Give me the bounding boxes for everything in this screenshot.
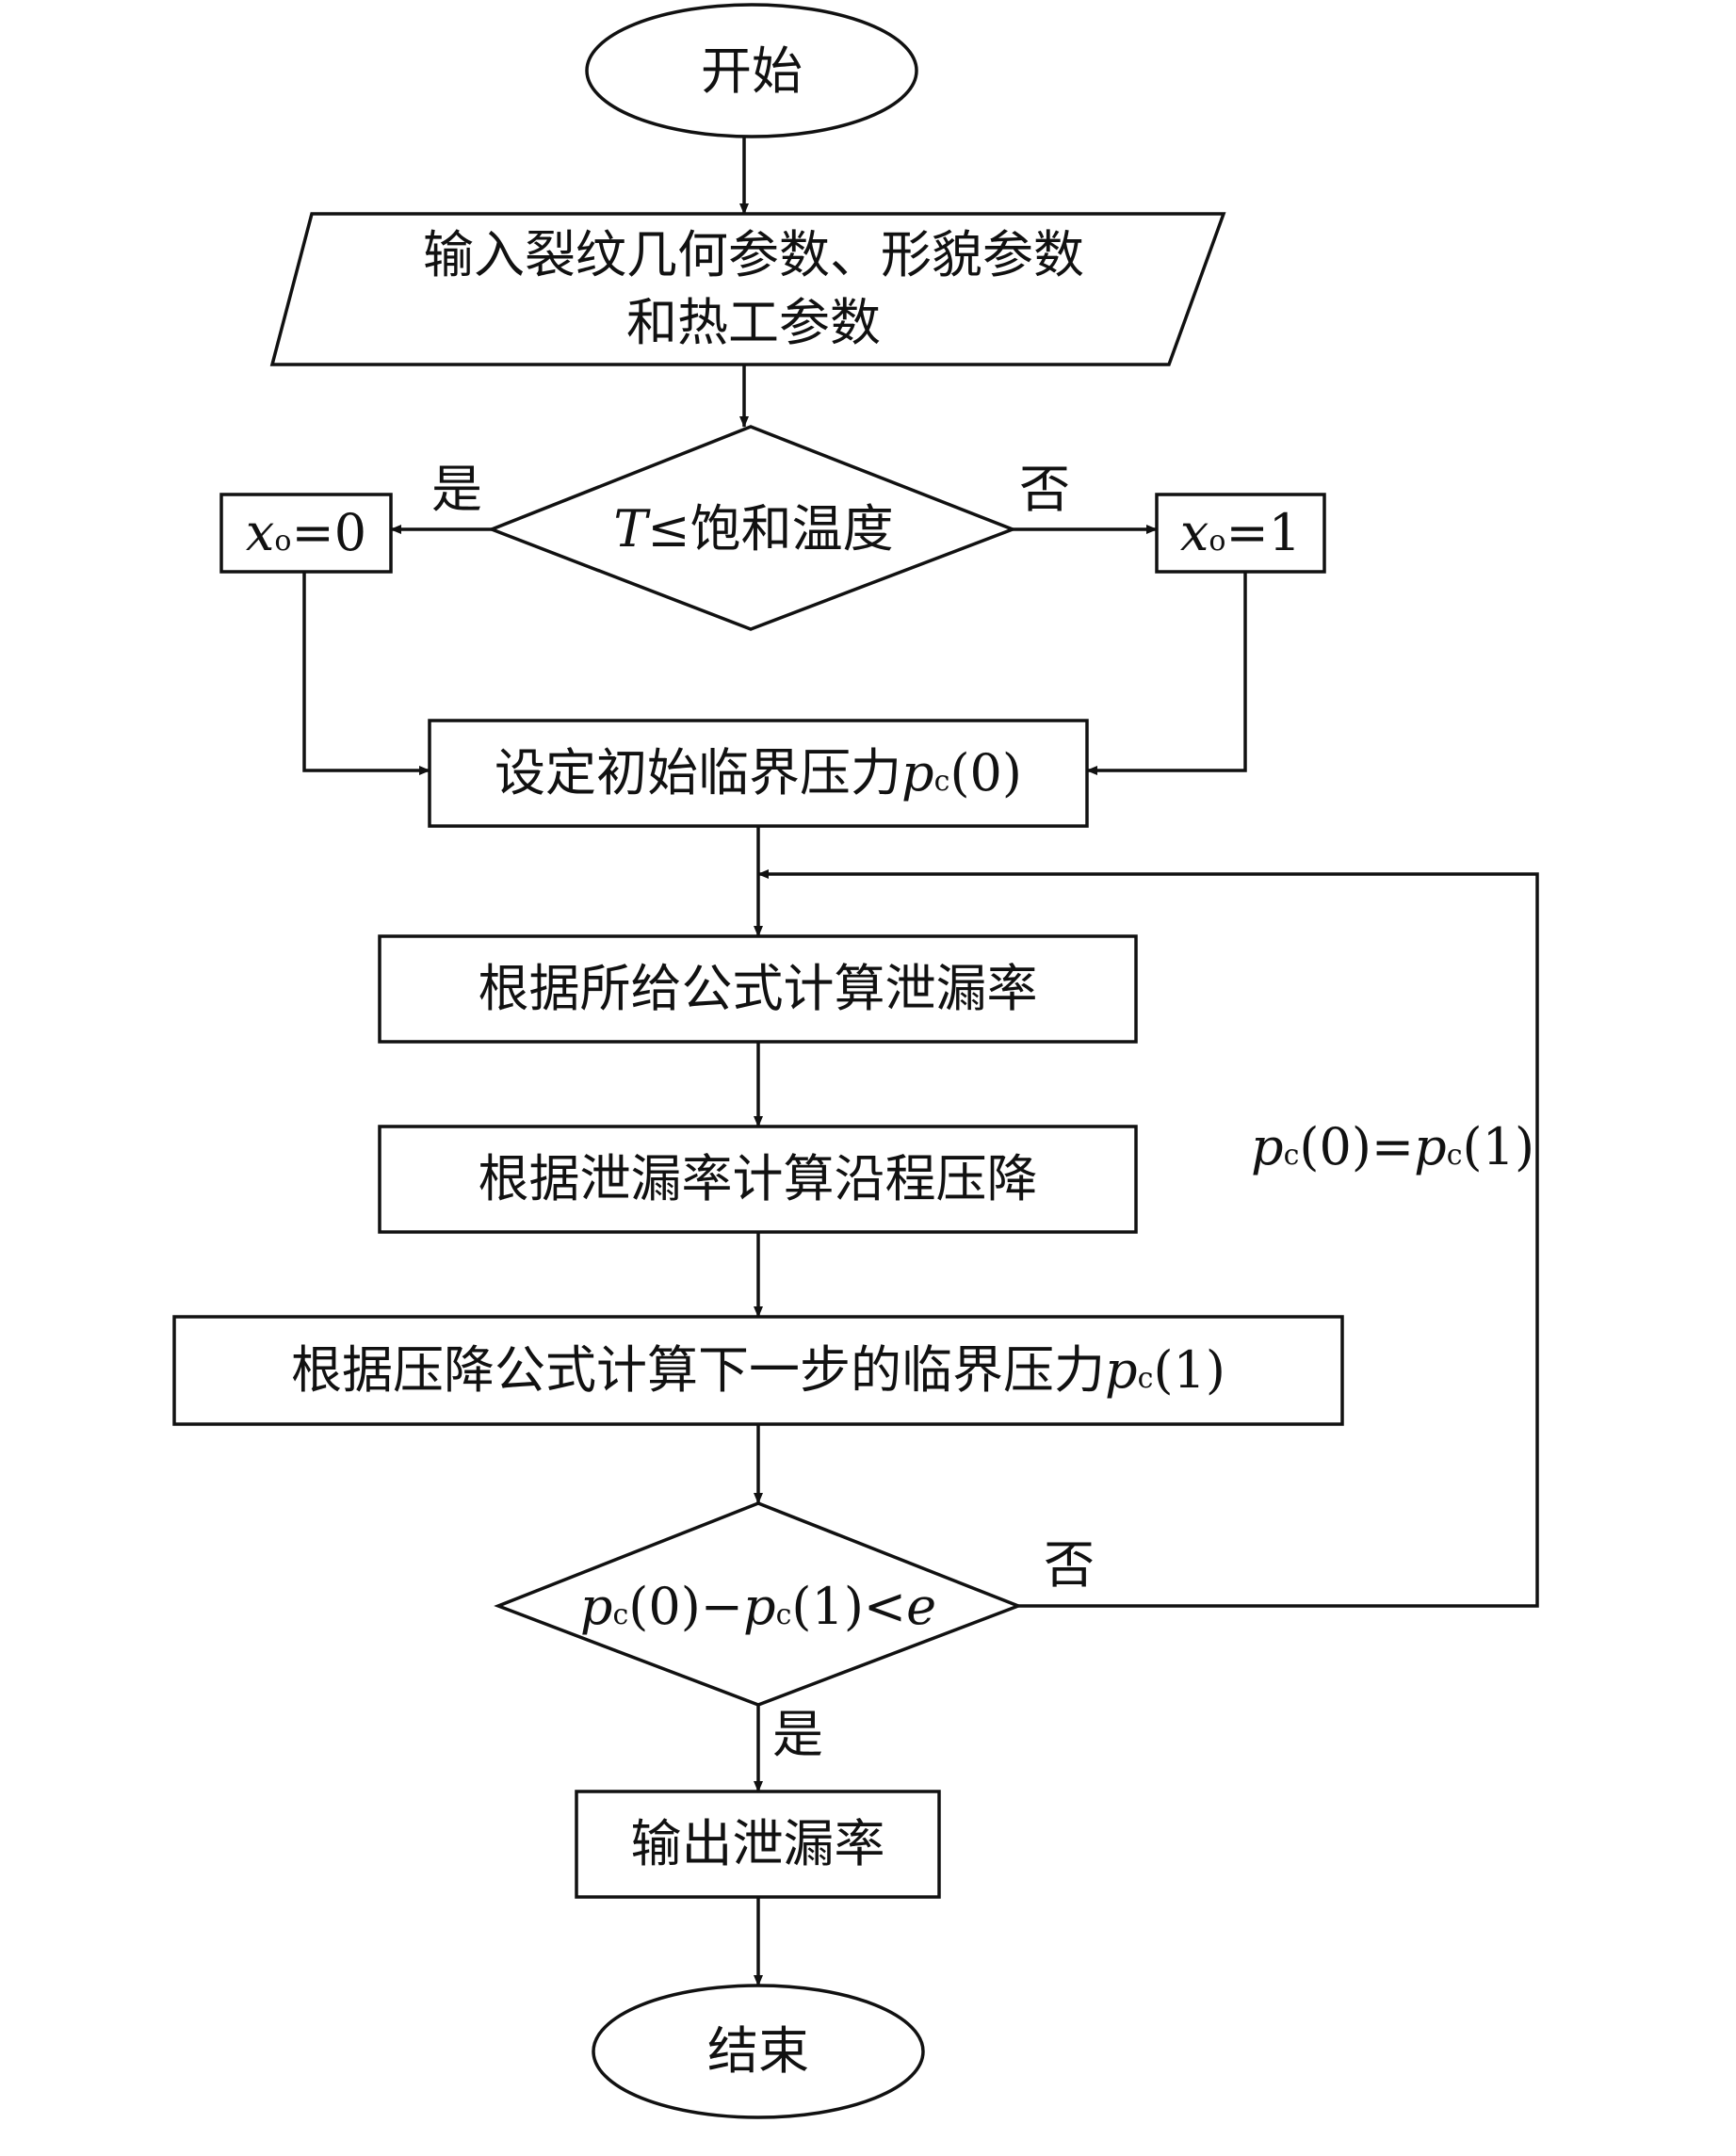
edge-x-one-to-set-initial bbox=[1086, 572, 1247, 775]
input-label: 输入裂纹几何参数、形貌参数 和热工参数 bbox=[283, 219, 1225, 360]
loop-eq: = bbox=[1371, 1117, 1415, 1176]
loop-var2: p bbox=[1414, 1117, 1447, 1176]
temperature-decision bbox=[487, 425, 1017, 631]
loop-var1: p bbox=[1251, 1117, 1284, 1176]
leq-operator: ≤ bbox=[647, 499, 690, 559]
calc-next-variable: p bbox=[1105, 1340, 1138, 1400]
temp-yes-label: 是 bbox=[431, 460, 482, 519]
output-label: 输出泄漏率 bbox=[630, 1814, 885, 1873]
conv-arg2: (1) bbox=[791, 1577, 864, 1636]
input-label-line2: 和热工参数 bbox=[626, 293, 881, 352]
start-terminal bbox=[585, 3, 918, 138]
conv-yes-label: 是 bbox=[772, 1705, 823, 1764]
set-initial-text: 设定初始临界压力 bbox=[495, 743, 902, 802]
conv-minus: − bbox=[700, 1577, 744, 1636]
input-label-line1: 输入裂纹几何参数、形貌参数 bbox=[423, 225, 1084, 284]
set-initial-variable: p bbox=[901, 743, 934, 802]
edge-convergence-no-loop bbox=[757, 869, 1539, 1608]
set-initial-arg: (0) bbox=[949, 743, 1022, 802]
loop-arg1: (0) bbox=[1299, 1117, 1371, 1176]
x-zero-value: =0 bbox=[291, 503, 367, 562]
temp-no-label: 否 bbox=[1019, 460, 1070, 519]
conv-var1: p bbox=[579, 1577, 613, 1636]
calc-pressure-drop-label: 根据泄漏率计算沿程压降 bbox=[478, 1149, 1038, 1208]
x-zero-variable: x bbox=[245, 503, 275, 562]
calc-next-text: 根据压降公式计算下一步的临界压力 bbox=[291, 1340, 1106, 1400]
temperature-variable: T bbox=[613, 499, 648, 559]
start-label: 开始 bbox=[701, 41, 803, 101]
temperature-decision-label: T ≤ 饱和温度 bbox=[527, 494, 980, 565]
loop-arg2: (1) bbox=[1462, 1117, 1535, 1176]
conv-arg1: (0) bbox=[628, 1577, 701, 1636]
conv-epsilon: e bbox=[906, 1577, 937, 1636]
input-parallelogram bbox=[269, 212, 1226, 366]
edge-x-zero-to-set-initial bbox=[302, 572, 430, 775]
calc-leak-label: 根据所给公式计算泄漏率 bbox=[478, 959, 1038, 1018]
end-label: 结束 bbox=[707, 2021, 809, 2081]
x-one-variable: x bbox=[1179, 503, 1209, 562]
calc-next-arg: (1) bbox=[1153, 1340, 1225, 1400]
conv-lt: < bbox=[863, 1577, 907, 1636]
conv-var2: p bbox=[743, 1577, 776, 1636]
saturation-temp-text: 饱和温度 bbox=[690, 499, 894, 559]
conv-no-label: 否 bbox=[1044, 1535, 1095, 1595]
x-one-value: =1 bbox=[1225, 503, 1302, 562]
